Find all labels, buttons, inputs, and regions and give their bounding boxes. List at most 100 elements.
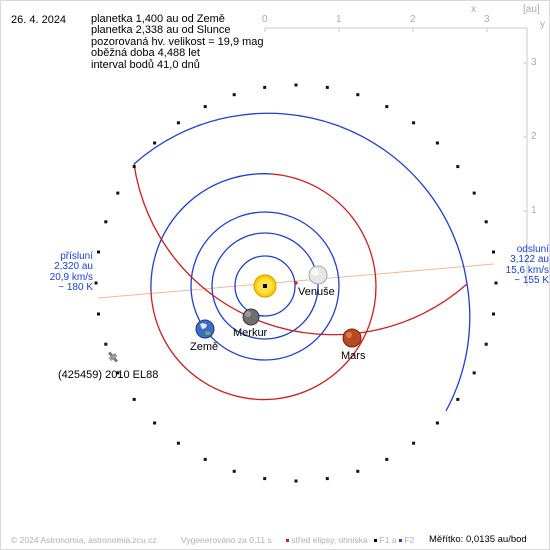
venus-planet [308, 265, 328, 285]
apsis-line [97, 263, 495, 299]
info-line-interval: interval bodů 41,0 dnů [91, 58, 200, 71]
orbit-point-marker [412, 441, 416, 445]
earth-planet [195, 319, 215, 339]
venus-label: Venuše [298, 286, 335, 298]
orbit-point-marker [104, 220, 108, 224]
orbit-point-marker [294, 83, 298, 87]
orbit-point-marker [435, 141, 439, 145]
mercury-label: Merkur [233, 327, 268, 339]
orbit-point-marker [104, 342, 108, 346]
info-line-period: oběžná doba 4,488 let [91, 47, 200, 60]
asteroid-orbit-south [133, 163, 468, 336]
orbit-point-marker [325, 477, 329, 481]
asteroid-orbit-south-east [445, 283, 471, 412]
orbit-point-marker [492, 250, 495, 254]
info-line-magnitude: pozorovaná hv. velikost = 19,9 mag [91, 35, 264, 48]
x-axis-ticks [264, 28, 488, 32]
orbit-point-marker [132, 165, 136, 169]
aphelion-speed: 15,6 km/s [505, 264, 549, 276]
y-tick-1: 1 [531, 205, 537, 216]
orbit-point-marker [435, 421, 439, 425]
focus-f2-legend-dot [398, 539, 402, 543]
legend: střed elipsy, ohniska F1 a F2 [286, 535, 414, 545]
asteroid-orbit-north [133, 112, 468, 285]
info-line-earth-distance: planetka 1,400 au od Země [91, 13, 225, 25]
focus-f1-legend-dot [374, 539, 378, 543]
aphelion-distance: 3,122 au [510, 254, 549, 266]
orbit-point-marker [116, 191, 120, 195]
orbit-point-marker [484, 342, 488, 346]
mars-planet [342, 328, 362, 348]
aphelion-title: odsluní [516, 244, 549, 255]
legend-f1-text: F1 a [379, 535, 397, 545]
legend-f2-text: F2 [404, 535, 415, 545]
orbit-point-marker [472, 371, 476, 375]
legend-center-text: střed elipsy, ohniska [291, 535, 368, 545]
x-tick-3: 3 [484, 14, 490, 25]
orbit-point-marker [153, 421, 157, 425]
mercury-orbit [234, 255, 296, 317]
orbit-point-marker [203, 457, 207, 461]
perihelion-info: přísluní 2,320 au 20,9 km/s ~ 180 K [41, 251, 93, 294]
orbit-point-marker [325, 85, 329, 89]
x-tick-0: 0 [262, 14, 268, 25]
x-axis-letter: x [471, 4, 476, 15]
orbit-point-marker [356, 469, 360, 473]
orbit-point-marker [203, 105, 207, 109]
y-tick-3: 3 [531, 57, 537, 68]
x-tick-2: 2 [410, 14, 416, 25]
mars-orbit-north [150, 173, 273, 292]
mars-label: Mars [341, 350, 366, 362]
orbit-point-marker [94, 281, 98, 285]
orbit-point-marker [97, 250, 100, 254]
mercury-planet [242, 308, 260, 326]
earth-orbit [190, 211, 340, 361]
orbit-point-marker [294, 479, 298, 483]
orbit-point-marker [132, 397, 136, 401]
orbit-point-marker [116, 371, 120, 375]
perihelion-speed: 20,9 km/s [49, 271, 93, 283]
orbit-point-marker [456, 165, 460, 169]
orbit-point-marker [385, 457, 389, 461]
y-tick-2: 2 [531, 131, 537, 142]
orbit-point-marker [472, 191, 476, 195]
date-label: 26. 4. 2024 [11, 14, 67, 26]
orbit-point-marker [176, 121, 180, 125]
asteroid-label: (425459) 2010 EL88 [58, 369, 159, 381]
generation-time: Vygenerováno za 0,11 s [181, 535, 272, 545]
orbit-point-marker [232, 469, 236, 473]
y-axis-letter: y [540, 19, 545, 30]
ellipse-center-marker [294, 281, 298, 285]
venus-orbit [211, 232, 319, 340]
info-line-sun-distance: planetka 2,338 au od Slunce [91, 24, 231, 37]
ellipse-center-legend-dot [286, 539, 289, 543]
orbit-point-marker [153, 141, 157, 145]
info-block: planetka 1,400 au od Země planetka 2,338… [91, 13, 264, 71]
orbit-point-marker [176, 441, 180, 445]
y-axis-ticks [523, 62, 527, 212]
perihelion-temp: ~ 180 K [58, 282, 93, 294]
orbit-point-marker [385, 105, 389, 109]
orbit-point-marker [484, 220, 488, 224]
perihelion-distance: 2,320 au [54, 261, 93, 273]
orbit-point-marker [356, 93, 360, 97]
copyright-link[interactable]: © 2024 Astronomia, astronomia.zcu.cz [11, 535, 157, 545]
axis-unit-label: [au] [523, 4, 540, 15]
orbit-point-marker [263, 85, 267, 89]
orbit-point-marker [97, 312, 100, 316]
aphelion-temp: ~ 155 K [514, 275, 549, 287]
sun [253, 274, 277, 298]
earth-label: Země [190, 341, 219, 353]
orbit-point-marker [263, 477, 267, 481]
orbit-point-marker [494, 281, 498, 285]
asteroid-icon [107, 351, 119, 363]
orbit-point-marker [492, 312, 495, 316]
x-tick-1: 1 [336, 14, 342, 25]
orbit-point-marker [232, 93, 236, 97]
scale-label: Měřítko: 0,0135 au/bod [429, 534, 527, 545]
perihelion-title: přísluní [60, 251, 93, 262]
mars-orbit-south [150, 173, 377, 401]
aphelion-info: odsluní 3,122 au 15,6 km/s ~ 155 K [499, 244, 549, 287]
